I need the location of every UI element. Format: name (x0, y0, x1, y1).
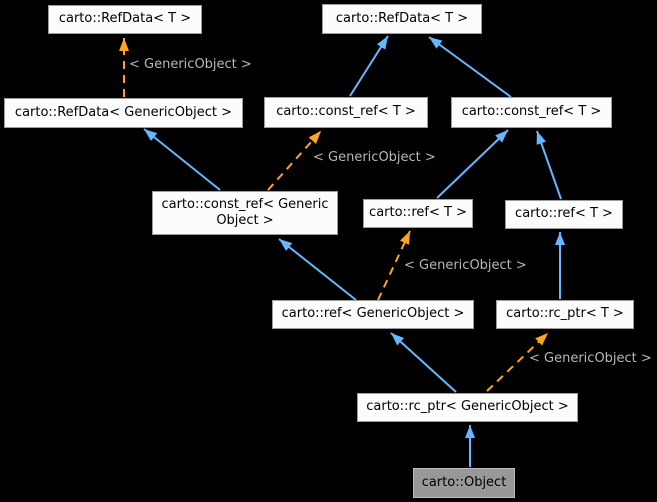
edge-ref-generic-to-ref-template (377, 230, 411, 301)
node-refdata-t-left[interactable]: carto::RefData< T > (48, 5, 202, 34)
edge-label-genericobject-1: < GenericObject > (129, 57, 252, 72)
edge-constref-right-to-refdata-right (428, 36, 512, 98)
edge-label-genericobject-2: < GenericObject > (313, 150, 436, 165)
node-ref-genericobject[interactable]: carto::ref< GenericObject > (272, 300, 474, 329)
node-carto-object[interactable]: carto::Object (413, 468, 515, 498)
node-rc-ptr-t[interactable]: carto::rc_ptr< T > (496, 300, 634, 329)
edge-rcptr-generic-to-ref-generic (390, 332, 457, 393)
edge-constref-left-to-refdata-right (349, 35, 389, 97)
node-rc-ptr-genericobject[interactable]: carto::rc_ptr< GenericObject > (357, 393, 578, 422)
node-refdata-t-right[interactable]: carto::RefData< T > (322, 4, 482, 34)
edge-ref-left-to-constref-right (436, 129, 509, 199)
node-const-ref-genericobject[interactable]: carto::const_ref< Generic Object > (152, 191, 338, 235)
edge-rcptr-generic-to-rcptr-template (486, 332, 549, 392)
edge-ref-generic-to-constref-generic (278, 238, 357, 301)
edge-label-genericobject-4: < GenericObject > (529, 351, 652, 366)
edge-constref-generic-to-refdata-generic (143, 128, 221, 191)
edge-label-genericobject-3: < GenericObject > (404, 258, 527, 273)
node-const-ref-t-left[interactable]: carto::const_ref< T > (264, 97, 428, 128)
node-const-ref-t-right[interactable]: carto::const_ref< T > (451, 97, 612, 128)
node-ref-t-right[interactable]: carto::ref< T > (505, 200, 623, 229)
node-ref-t-left[interactable]: carto::ref< T > (363, 199, 473, 228)
edge-ref-right-to-constref-right (536, 130, 562, 200)
node-refdata-genericobject[interactable]: carto::RefData< GenericObject > (4, 98, 243, 128)
